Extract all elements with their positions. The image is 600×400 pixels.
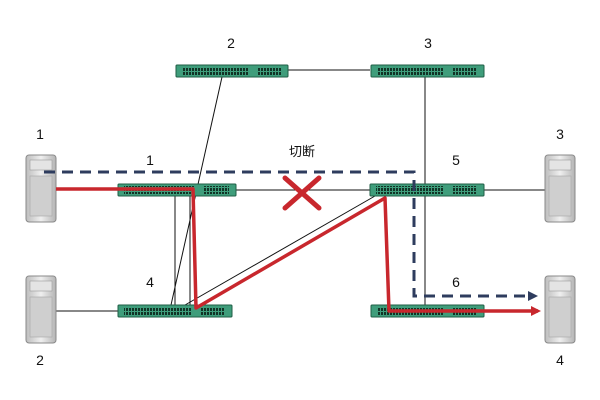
server-1[interactable] [25,154,57,223]
switch-1-label: 1 [146,152,154,168]
switch-2-label: 2 [227,35,235,51]
switch-3[interactable] [370,64,485,78]
server-1-label: 1 [36,126,44,142]
cut-x-mark [282,175,322,211]
server-2-label: 2 [36,352,44,368]
switch-2[interactable] [175,64,289,78]
switch-5[interactable] [369,183,485,197]
backup-path [44,170,538,301]
server-4[interactable] [544,275,576,344]
primary-path [56,187,541,316]
server-4-label: 4 [556,352,564,368]
switch-5-label: 5 [452,152,460,168]
server-3[interactable] [544,154,576,223]
switch-4-label: 4 [146,274,154,290]
switch-6-label: 6 [452,274,460,290]
switch-4[interactable] [117,304,233,318]
switch-3-label: 3 [424,35,432,51]
cut-label: 切断 [289,145,315,160]
server-3-label: 3 [556,126,564,142]
link-s4-s5 [184,195,376,306]
server-2[interactable] [25,275,57,344]
